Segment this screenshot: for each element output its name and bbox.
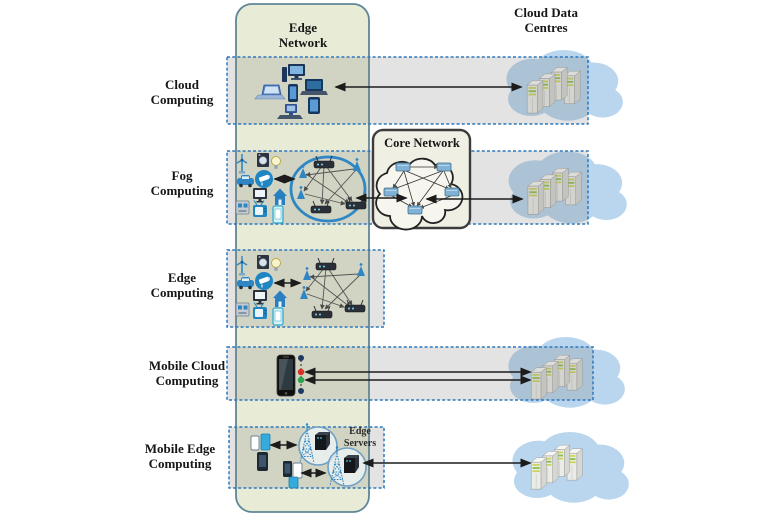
workstation-icon — [277, 104, 303, 119]
edge-network-band — [235, 3, 370, 513]
mobile-phones-group — [283, 461, 303, 489]
cell-tower-icon — [299, 423, 315, 464]
user-devices-cluster — [254, 64, 328, 119]
row-label-mobile-cloud-computing: Mobile Cloud Computing — [148, 358, 226, 389]
edge-servers-label: Edge Servers — [343, 426, 377, 449]
core-router-icon — [407, 205, 423, 215]
core-router-icon — [436, 162, 452, 172]
edge-mesh-network — [300, 257, 366, 319]
status-dots-icon — [297, 355, 305, 394]
desktop-icon — [282, 64, 305, 82]
edge-server-icon — [315, 432, 330, 450]
row-label-edge-computing: Edge Computing — [150, 270, 214, 301]
row-label-mobile-edge-computing: Mobile Edge Computing — [144, 441, 216, 472]
mobile-phones-group — [250, 433, 271, 471]
row-label-fog-computing: Fog Computing — [150, 168, 214, 199]
edge-server-icon — [344, 455, 359, 473]
core-router-icon — [395, 162, 411, 172]
laptop-icon — [254, 84, 286, 100]
mesh-links — [305, 267, 361, 310]
edge-network-title: Edge Network — [278, 20, 328, 51]
core-network-box — [371, 128, 472, 231]
cell-tower-icon — [329, 446, 345, 487]
core-network-title: Core Network — [384, 136, 460, 150]
connection-arrows — [269, 82, 532, 478]
row-band-edge-computing — [226, 249, 385, 328]
core-router-icon — [383, 187, 399, 197]
smartphone-icon — [288, 84, 298, 102]
tablet-icon — [308, 97, 320, 114]
cloud-data-centres-title: Cloud Data Centres — [514, 5, 578, 36]
edge-server-site — [298, 423, 338, 466]
laptop-icon — [300, 79, 328, 95]
core-router-icon — [444, 187, 460, 197]
fog-ring — [289, 155, 367, 223]
row-label-cloud-computing: Cloud Computing — [150, 77, 214, 108]
row-band-cloud-computing — [226, 56, 589, 125]
fog-network — [289, 155, 367, 223]
mobile-phone-icon — [276, 354, 296, 397]
mesh-links — [303, 165, 357, 206]
